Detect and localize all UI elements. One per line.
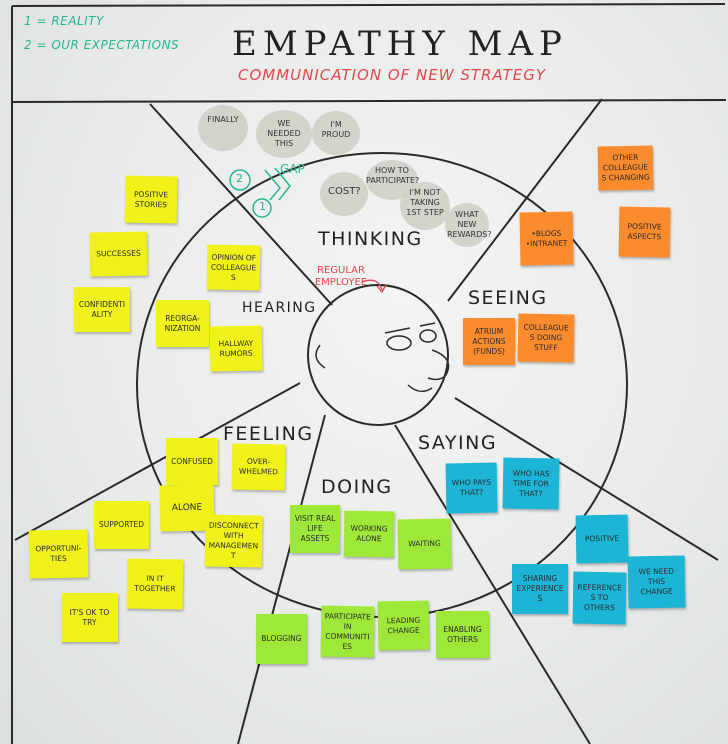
sector-feeling: FEELING [223, 423, 314, 445]
legend-reality: 1 = REALITY [24, 14, 104, 28]
persona-label: REGULAR EMPLOYEE [314, 265, 368, 288]
note-sharing-experiences: SHARING EXPERIENCES [512, 564, 568, 614]
note-in-it-together: IN IT TOGETHER [126, 558, 184, 610]
note-who-has-time-for-that: WHO HAS TIME FOR THAT? [502, 457, 560, 510]
gap-label: GAP [280, 162, 305, 176]
note-opinion-of-colleagues: OPINION OF COLLEAGUES [206, 244, 261, 291]
note-overwhelmed: OVER-WHELMED [231, 443, 286, 491]
note-working-alone: WORKING ALONE [343, 510, 395, 558]
note-confused: CONFUSED [166, 438, 218, 485]
sector-hearing: HEARING [242, 300, 317, 316]
note-blogs-intranet: •BLOGS •INTRANET [519, 211, 574, 266]
page-title: EMPATHY MAP [232, 24, 568, 64]
note-we-need-this-change: WE NEED THIS CHANGE [627, 555, 686, 609]
note-leading-change: LEADING CHANGE [377, 600, 430, 651]
note-participate-in-communities: PARTICIPATE IN COMMUNITIES [320, 605, 375, 658]
gap-expectation-number: 2 [236, 172, 243, 185]
note-other-colleagues-changing: OTHER COLLEAGUES CHANGING [597, 145, 654, 191]
note-blogging: BLOGGING [256, 614, 307, 664]
note-its-ok-to-try: IT'S OK TO TRY [61, 593, 118, 642]
note-supported: SUPPORTED [94, 501, 149, 549]
note-hallway-rumors: HALLWAY RUMORS [209, 325, 263, 372]
note-colleagues-doing-stuff: COLLEAGUES DOING STUFF [517, 313, 575, 363]
note-opportunities: OPPORTUNI-TIES [28, 529, 89, 579]
note-positive: POSITIVE [575, 514, 629, 564]
note-waiting: WAITING [397, 518, 452, 570]
bubble-we-needed-this: WE NEEDED THIS [267, 119, 301, 148]
note-successes: SUCCESSES [89, 231, 148, 277]
bubble-not-taking-first-step: I'M NOT TAKING 1ST STEP [406, 188, 444, 217]
bubble-cost: COST? [328, 186, 361, 197]
sector-saying: SAYING [418, 432, 498, 454]
note-who-pays-that: WHO PAYS THAT? [445, 462, 498, 514]
bubble-what-new-rewards: WHAT NEW REWARDS? [447, 210, 492, 239]
note-references-to-others: REFERENCES TO OTHERS [572, 571, 627, 625]
gap-reality-number: 1 [259, 200, 266, 213]
legend-expectations: 2 = OUR EXPECTATIONS [24, 38, 180, 52]
note-positive-stories: POSITIVE STORIES [124, 175, 178, 224]
subtitle: COMMUNICATION OF NEW STRATEGY [238, 66, 547, 84]
note-reorganization: REORGA-NIZATION [156, 300, 209, 347]
bubble-finally: FINALLY [207, 115, 239, 124]
sector-seeing: SEEING [468, 287, 548, 309]
note-positive-aspects: POSITIVE ASPECTS [618, 206, 671, 258]
sector-doing: DOING [321, 476, 393, 498]
note-atrium-actions: ATRIUM ACTIONS (FUNDS) [463, 318, 515, 365]
sector-thinking: THINKING [318, 228, 423, 250]
note-confidentiality: CONFIDENTIALITY [74, 287, 130, 332]
note-disconnect-with-management: DISCONNECT WITH MANAGEMENT [204, 514, 263, 568]
bubble-how-to-participate: HOW TO PARTICIPATE? [366, 166, 420, 185]
bubble-im-proud: I'M PROUD [321, 120, 351, 139]
note-enabling-others: ENABLING OTHERS [436, 611, 489, 658]
note-visit-real-life-assets: VISIT REAL LIFE ASSETS [290, 505, 340, 553]
